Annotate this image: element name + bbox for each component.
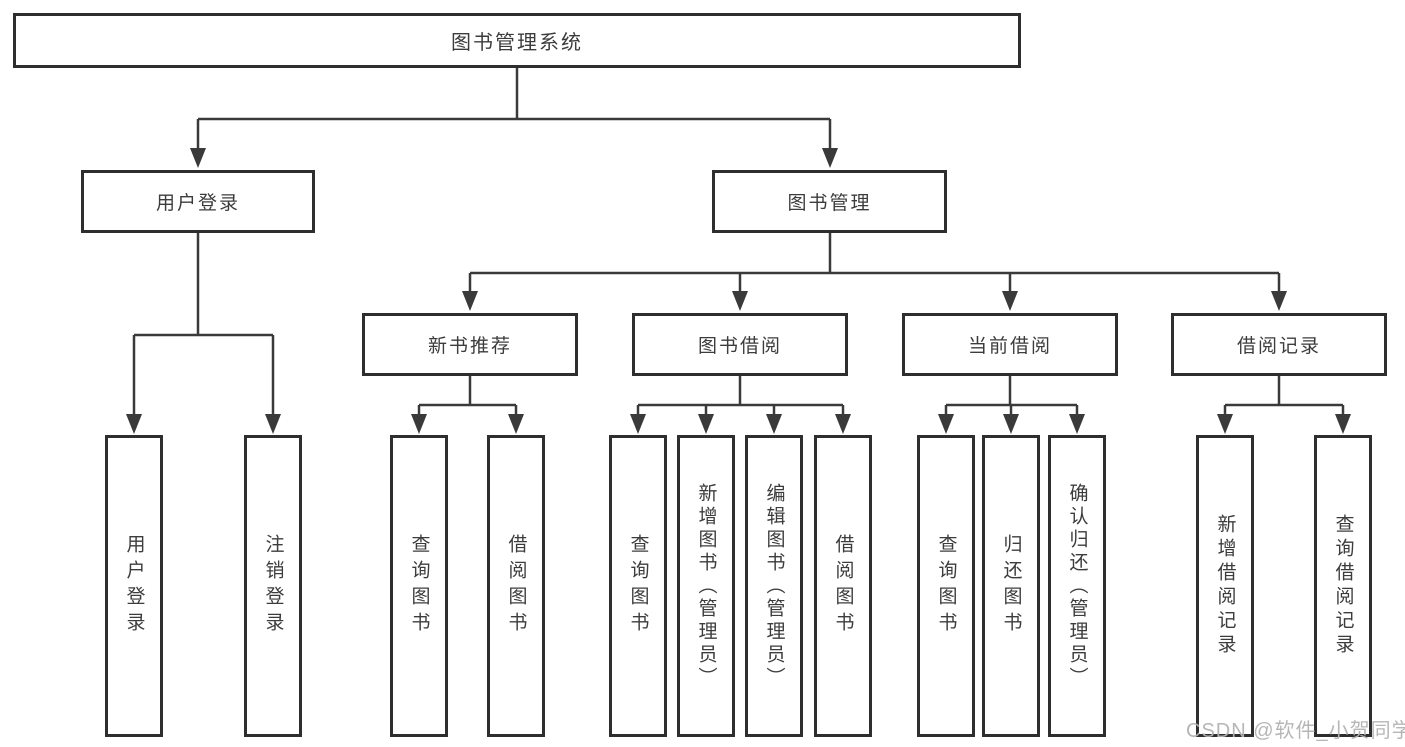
node-label: 借阅记录 bbox=[1236, 336, 1321, 357]
leaf-user-login: 用户登录 bbox=[105, 435, 163, 737]
leaf-add-borrow-record: 新增借阅记录 bbox=[1196, 435, 1254, 737]
node-library-management-system: 图书管理系统 bbox=[13, 13, 1021, 68]
leaf-edit-books-admin: 编辑图书（管理员） bbox=[745, 435, 803, 737]
node-label: 当前借阅 bbox=[967, 336, 1052, 357]
tree-edges bbox=[132, 68, 1345, 416]
node-user-login: 用户登录 bbox=[81, 170, 315, 233]
leaf-label: 查询图书 bbox=[935, 534, 957, 638]
node-label: 图书管理 bbox=[787, 193, 872, 214]
leaf-borrow-books: 借阅图书 bbox=[814, 435, 872, 737]
leaf-label: 编辑图书（管理员） bbox=[763, 482, 785, 690]
leaf-label: 借阅图书 bbox=[832, 534, 854, 638]
leaf-label: 新增借阅记录 bbox=[1214, 514, 1236, 658]
node-label: 图书借阅 bbox=[697, 336, 782, 357]
leaf-query-books-recommend: 查询图书 bbox=[390, 435, 448, 737]
leaf-query-borrow-record: 查询借阅记录 bbox=[1314, 435, 1372, 737]
leaf-label: 借阅图书 bbox=[505, 534, 527, 638]
leaf-query-books-current: 查询图书 bbox=[917, 435, 975, 737]
leaf-query-books-borrow: 查询图书 bbox=[609, 435, 667, 737]
leaf-label: 新增图书（管理员） bbox=[695, 482, 717, 690]
node-label: 图书管理系统 bbox=[451, 32, 583, 54]
arrowheads bbox=[126, 148, 1351, 434]
node-current-borrow: 当前借阅 bbox=[902, 313, 1118, 376]
node-book-borrow: 图书借阅 bbox=[632, 313, 848, 376]
leaf-borrow-books-recommend: 借阅图书 bbox=[487, 435, 545, 737]
leaf-label: 确认归还（管理员） bbox=[1066, 482, 1088, 690]
leaf-label: 查询图书 bbox=[408, 534, 430, 638]
node-book-management: 图书管理 bbox=[712, 170, 947, 233]
csdn-watermark: CSDN @软件_小贺同学 bbox=[1186, 720, 1405, 742]
leaf-label: 归还图书 bbox=[1000, 534, 1022, 638]
leaf-label: 用户登录 bbox=[123, 534, 145, 638]
leaf-label: 查询图书 bbox=[627, 534, 649, 638]
node-label: 新书推荐 bbox=[427, 336, 512, 357]
node-label: 用户登录 bbox=[155, 193, 240, 214]
leaf-label: 注销登录 bbox=[262, 534, 284, 638]
leaf-confirm-return-admin: 确认归还（管理员） bbox=[1048, 435, 1106, 737]
node-borrow-records: 借阅记录 bbox=[1171, 313, 1387, 376]
leaf-add-books-admin: 新增图书（管理员） bbox=[677, 435, 735, 737]
leaf-label: 查询借阅记录 bbox=[1332, 514, 1354, 658]
node-new-book-recommend: 新书推荐 bbox=[362, 313, 578, 376]
leaf-return-books: 归还图书 bbox=[982, 435, 1040, 737]
leaf-logout-login: 注销登录 bbox=[244, 435, 302, 737]
